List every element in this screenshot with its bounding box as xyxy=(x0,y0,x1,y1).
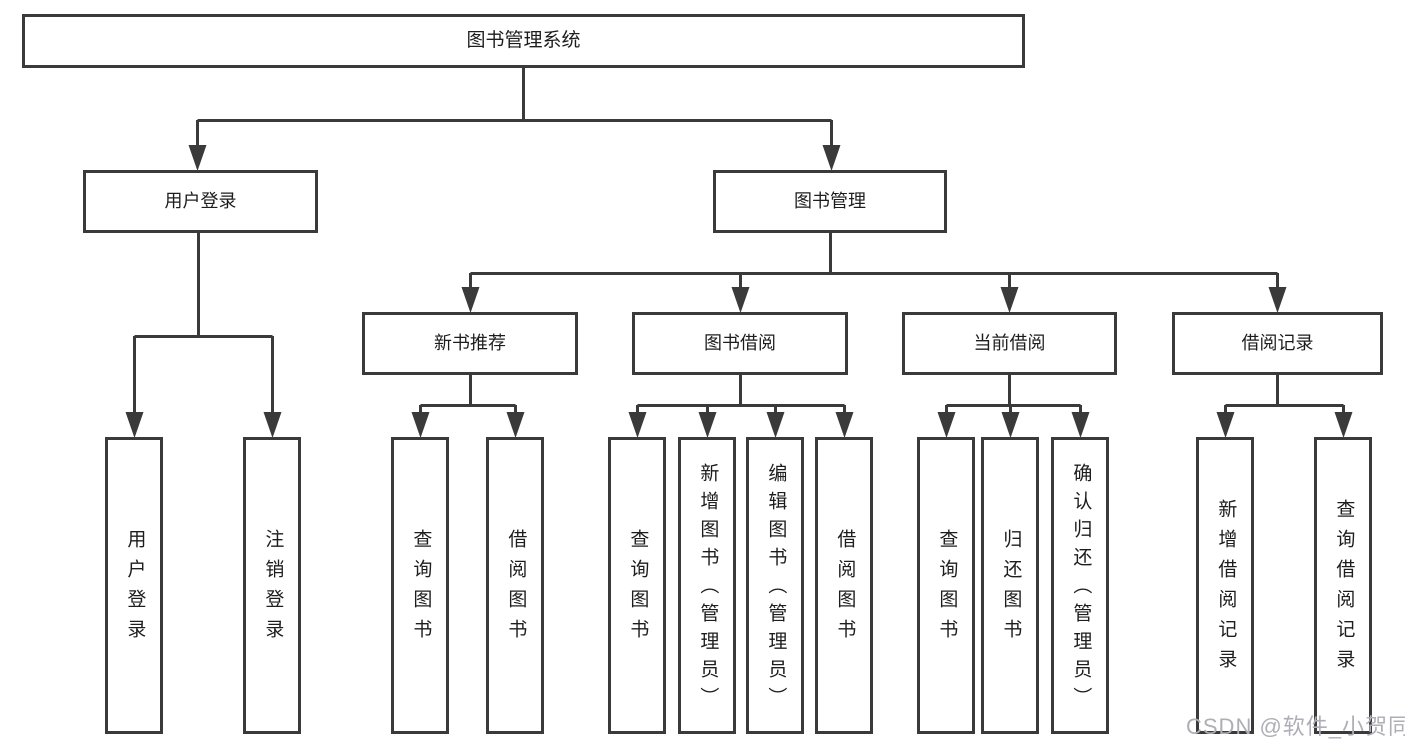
node-library-system: 图书管理系统 xyxy=(22,14,1025,68)
arrowhead xyxy=(835,412,854,438)
node-leaf-borrow-books-2: 借阅图书 xyxy=(815,437,873,734)
node-leaf-query-books-2: 查询图书 xyxy=(608,437,666,734)
arrowhead xyxy=(1071,412,1090,438)
node-leaf-add-borrow-record: 新增借阅记录 xyxy=(1196,437,1254,734)
arrowhead xyxy=(263,412,282,438)
node-current-borrowing: 当前借阅 xyxy=(902,312,1117,375)
arrowhead xyxy=(188,145,207,171)
node-borrow-records: 借阅记录 xyxy=(1172,312,1383,375)
node-leaf-confirm-return-admin: 确认归还（管理员） xyxy=(1051,437,1109,734)
arrowhead xyxy=(766,412,785,438)
arrowhead xyxy=(1001,412,1020,438)
arrowhead xyxy=(628,412,647,438)
node-leaf-edit-book-admin: 编辑图书（管理员） xyxy=(746,437,804,734)
node-leaf-query-books-3: 查询图书 xyxy=(917,437,975,734)
node-leaf-add-book-admin: 新增图书（管理员） xyxy=(678,437,736,734)
node-leaf-user-login: 用户登录 xyxy=(105,437,163,734)
arrowhead xyxy=(1268,287,1287,313)
watermark: CSDN @软件_小贺同学 xyxy=(1186,714,1405,739)
arrowhead xyxy=(1000,287,1019,313)
node-leaf-return-books: 归还图书 xyxy=(981,437,1039,734)
node-leaf-borrow-books-1: 借阅图书 xyxy=(486,437,544,734)
arrowhead xyxy=(1216,412,1235,438)
node-new-book-recommend: 新书推荐 xyxy=(362,312,578,375)
arrowhead xyxy=(461,287,480,313)
arrowhead xyxy=(1334,412,1353,438)
arrowhead xyxy=(731,287,750,313)
node-book-management: 图书管理 xyxy=(713,170,947,233)
arrowhead xyxy=(937,412,956,438)
arrowhead xyxy=(506,412,525,438)
node-user-login: 用户登录 xyxy=(83,170,318,233)
node-book-borrowing: 图书借阅 xyxy=(632,312,848,375)
arrowhead xyxy=(698,412,717,438)
node-leaf-query-books-1: 查询图书 xyxy=(391,437,449,734)
node-leaf-logout: 注销登录 xyxy=(243,437,301,734)
arrowhead xyxy=(822,145,841,171)
arrowhead xyxy=(411,412,430,438)
node-leaf-query-borrow-record: 查询借阅记录 xyxy=(1314,437,1372,734)
arrowhead xyxy=(125,412,144,438)
